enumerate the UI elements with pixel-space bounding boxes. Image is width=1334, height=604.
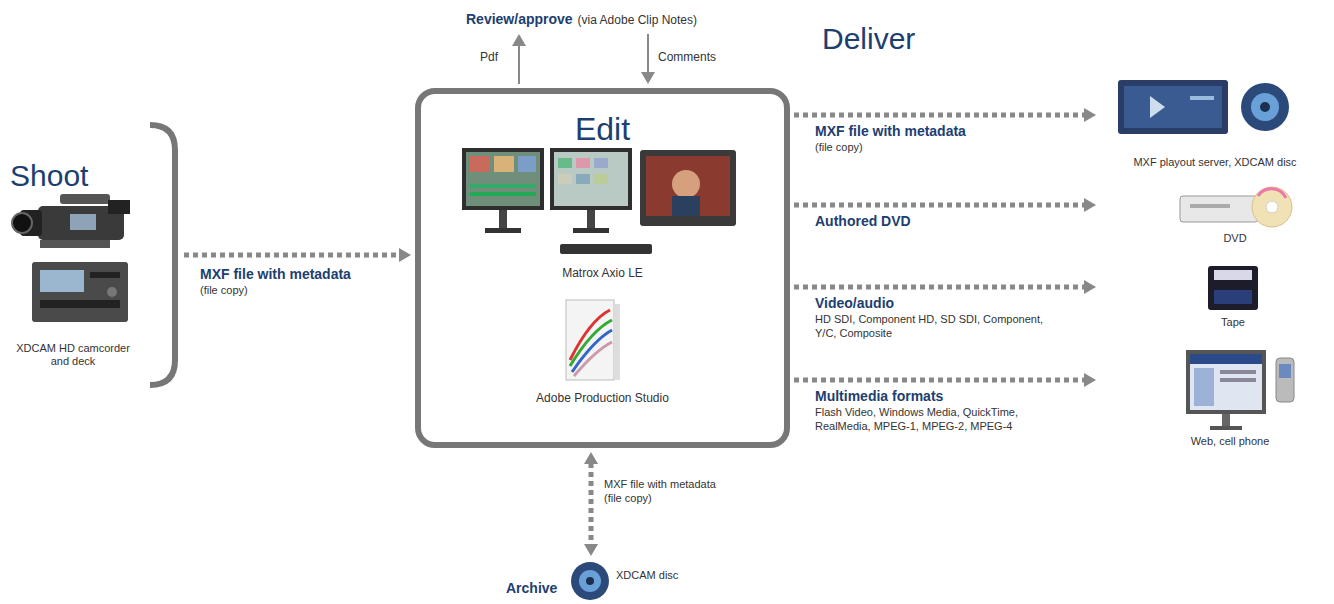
format-list: Flash Video, Windows Media, QuickTime, R… bbox=[815, 406, 1070, 434]
web-phone-icon bbox=[1186, 350, 1294, 430]
connector-line bbox=[589, 463, 594, 545]
connector-line bbox=[184, 253, 400, 258]
device-caption: Tape bbox=[1198, 316, 1268, 329]
stage-title: Archive bbox=[506, 580, 568, 597]
edge-label: Multimedia formats bbox=[815, 388, 1065, 406]
edge-label: Video/audio bbox=[815, 295, 1065, 313]
dvd-icon bbox=[1180, 187, 1292, 227]
arrowhead bbox=[1084, 198, 1096, 212]
delivery-target: Tape bbox=[1100, 260, 1330, 340]
flow-arrow bbox=[184, 248, 411, 262]
flow-arrow bbox=[794, 108, 1096, 122]
device-caption: XDCAM HD camcorder and deck bbox=[12, 342, 134, 368]
connector-line bbox=[794, 285, 1085, 290]
signal-list: HD SDI, Component HD, SD SDI, Component,… bbox=[815, 313, 1060, 341]
shoot-group: ShootXDCAM HD camcorder and deck bbox=[2, 120, 180, 388]
deck-icon bbox=[32, 262, 128, 322]
review-title: Review/approve bbox=[466, 11, 573, 27]
section-title: Deliver bbox=[822, 20, 1022, 58]
arrowhead bbox=[584, 544, 598, 556]
flow-arrow bbox=[641, 34, 655, 84]
edit-box: EditMatrox Axio LE Adobe Production Studi… bbox=[415, 88, 790, 448]
arrowhead bbox=[584, 452, 598, 464]
device-caption: XDCAM disc bbox=[616, 569, 688, 582]
tape-icon bbox=[1208, 266, 1258, 310]
arrowhead bbox=[641, 72, 655, 84]
device-caption: MXF playout server, XDCAM disc bbox=[1100, 156, 1330, 169]
note-text: (file copy) bbox=[200, 284, 320, 298]
device-caption: Matrox Axio LE bbox=[421, 266, 784, 280]
edge-label: MXF file with metadata (file copy) bbox=[604, 478, 736, 506]
stage-title: Shoot bbox=[10, 158, 150, 194]
note-text: (file copy) bbox=[815, 141, 935, 155]
flow-arrow bbox=[584, 452, 598, 556]
device-caption: Adobe Production Studio bbox=[421, 391, 784, 405]
software-box-icon bbox=[566, 300, 620, 380]
archive-node: Archive XDCAM disc bbox=[500, 560, 690, 602]
archive-disc-icon bbox=[571, 562, 609, 600]
connector-line bbox=[794, 378, 1085, 383]
arrowhead bbox=[399, 248, 411, 262]
arrowhead bbox=[512, 34, 526, 46]
server-icon bbox=[1118, 80, 1289, 134]
flow-arrow bbox=[512, 34, 526, 84]
arrowhead bbox=[1084, 108, 1096, 122]
connector-line bbox=[647, 34, 649, 73]
review-node: Review/approve (via Adobe Clip Notes) bbox=[466, 8, 697, 30]
delivery-target: Web, cell phone bbox=[1100, 345, 1330, 460]
device-caption: DVD bbox=[1200, 232, 1270, 245]
monitors-icon bbox=[462, 148, 736, 254]
connector-line bbox=[794, 113, 1085, 118]
stage-title: Edit bbox=[421, 110, 784, 148]
delivery-target: DVD bbox=[1100, 185, 1330, 255]
flow-arrow bbox=[794, 280, 1096, 294]
review-note: (via Adobe Clip Notes) bbox=[578, 13, 697, 27]
camcorder-icon bbox=[12, 194, 130, 248]
connector-line bbox=[518, 45, 520, 84]
arrowhead bbox=[1084, 373, 1096, 387]
bracket bbox=[150, 125, 175, 385]
edge-label: Authored DVD bbox=[815, 213, 1065, 231]
flow-arrow bbox=[794, 373, 1096, 387]
edge-label: MXF file with metadata bbox=[200, 266, 400, 284]
arrowhead bbox=[1084, 280, 1096, 294]
connector-line bbox=[794, 203, 1085, 208]
flow-arrow bbox=[794, 198, 1096, 212]
edge-label: MXF file with metadata bbox=[815, 123, 1065, 141]
device-caption: Web, cell phone bbox=[1160, 435, 1300, 448]
delivery-target: MXF playout server, XDCAM disc bbox=[1100, 70, 1330, 180]
edge-label: Pdf bbox=[480, 50, 514, 65]
edge-label: Comments bbox=[658, 50, 738, 65]
